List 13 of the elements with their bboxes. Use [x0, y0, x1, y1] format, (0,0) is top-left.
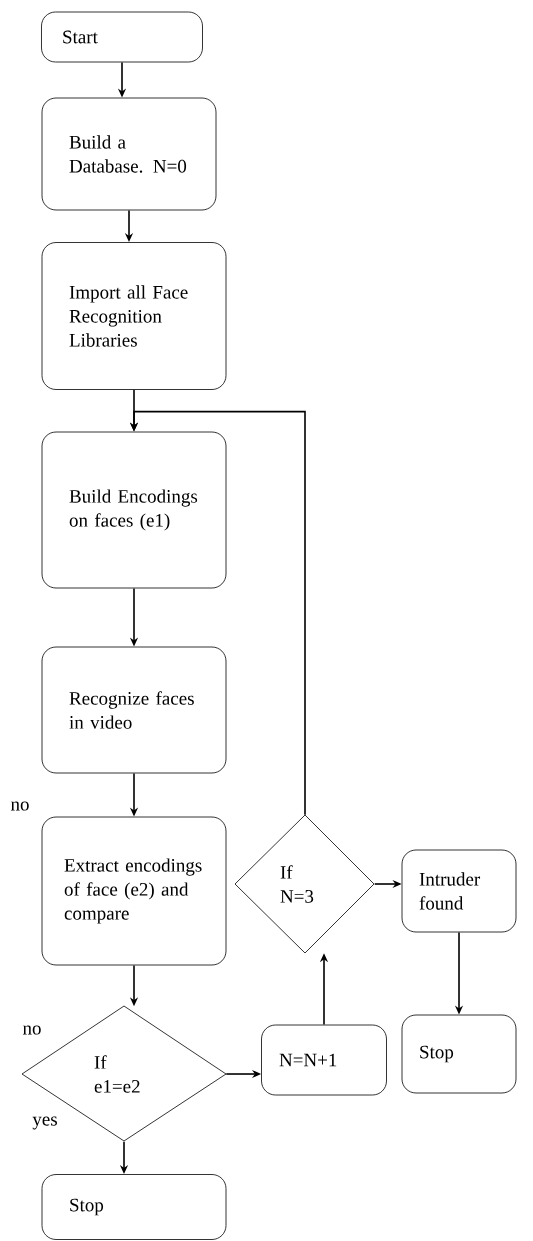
process-box: Extract encodings of face (e2) and compare: [41, 816, 227, 966]
process-box: Build a Database. N=0: [41, 97, 217, 211]
process-box: Recognize faces in video: [41, 646, 227, 774]
process-box: Start: [41, 11, 203, 63]
process-box: Build Encodings on faces (e1): [41, 431, 227, 589]
branch-label: no: [22, 1025, 41, 1035]
branch-label: yes: [32, 1116, 57, 1130]
branch-label: no: [10, 801, 29, 811]
process-box: Intruder found: [401, 849, 517, 933]
process-box: Stop: [401, 1014, 517, 1094]
process-box: Stop: [41, 1174, 227, 1240]
process-box: N=N+1: [261, 1024, 387, 1096]
process-box: Import all Face Recognition Libraries: [41, 242, 227, 390]
